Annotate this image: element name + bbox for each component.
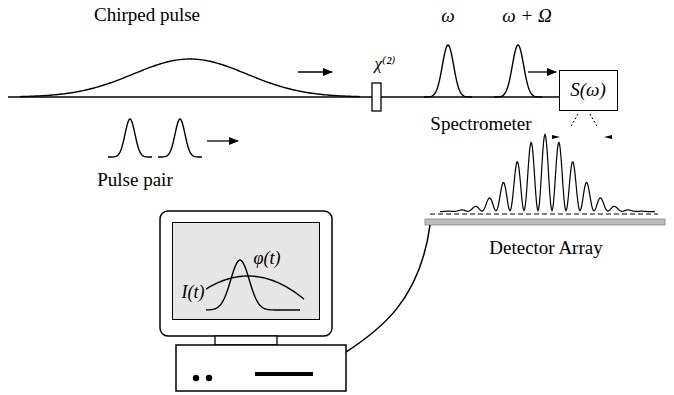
focus-mark <box>552 135 560 139</box>
crystal <box>372 83 381 111</box>
component-label: Spectrometer <box>428 114 533 135</box>
computer-led <box>206 375 212 381</box>
output-ray <box>590 114 598 128</box>
detector-baseline <box>430 214 658 215</box>
phase-curve <box>196 276 304 299</box>
interferogram <box>440 135 655 212</box>
component-label: Detector Array <box>487 238 604 259</box>
crystal-label: χ⁽²⁾ <box>373 55 398 74</box>
intensity-label: I(t) <box>180 283 207 303</box>
direction-arrow <box>207 140 238 141</box>
direction-arrow <box>298 71 332 72</box>
curves <box>20 45 655 310</box>
chirped-pulse <box>20 59 360 97</box>
short-pulse <box>108 119 152 157</box>
frequency-label: ω <box>439 6 456 27</box>
short-pulse <box>158 119 202 157</box>
disk-slot <box>255 372 313 376</box>
monitor-screen: φ(t) I(t) <box>172 222 320 320</box>
focus-mark <box>604 135 612 139</box>
monitor-stand <box>215 336 277 345</box>
frequency-label: ω + Ω <box>500 6 553 27</box>
pulse-label: Pulse pair <box>95 170 174 191</box>
monitor-screen-fill <box>172 222 320 320</box>
spectrum-label: S(ω) <box>568 80 608 101</box>
spectrometer-box: S(ω) <box>559 70 618 111</box>
beam-line <box>8 96 559 97</box>
computer-led <box>193 375 199 381</box>
output-ray <box>570 114 578 128</box>
upconverted-pulse <box>494 45 542 97</box>
direction-arrow <box>528 71 556 72</box>
phase-label: φ(t) <box>252 249 283 269</box>
detector-array <box>425 219 665 225</box>
computer-case <box>176 345 346 391</box>
upconverted-pulse <box>424 45 472 97</box>
pulse-label: Chirped pulse <box>92 5 202 26</box>
cable <box>346 225 430 352</box>
monitor-case <box>160 211 332 336</box>
